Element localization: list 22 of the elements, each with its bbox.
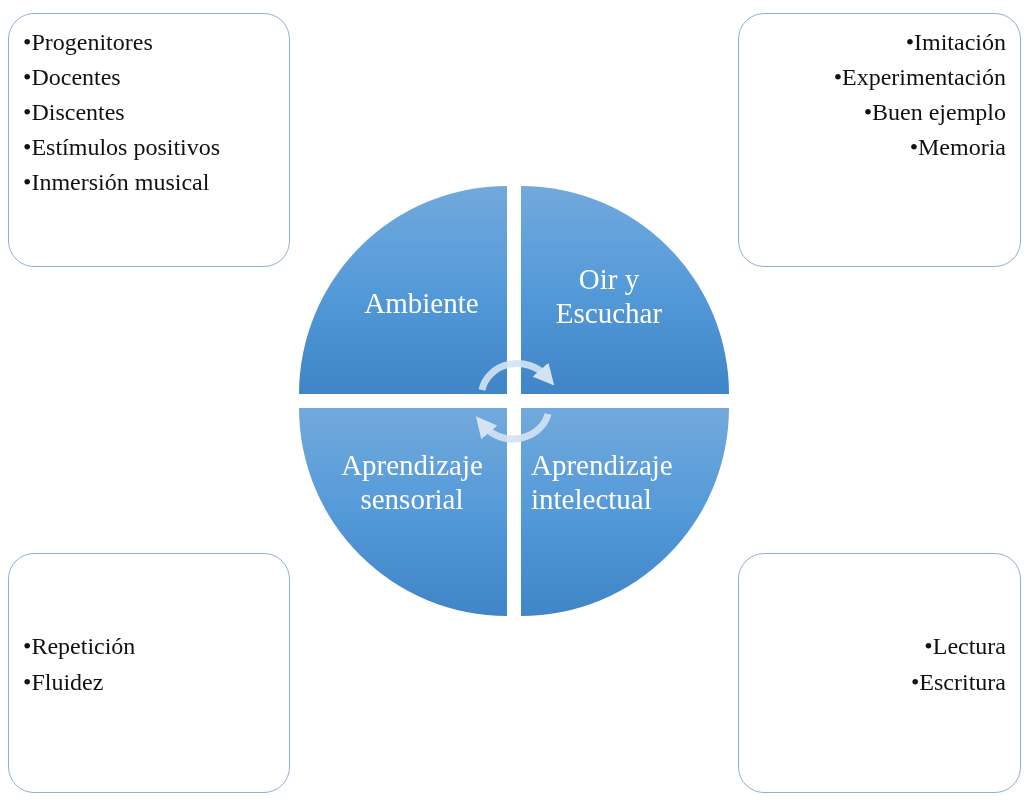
quadrant-label: Ambiente	[363, 286, 480, 320]
list-item: •Escritura	[910, 668, 1006, 696]
list-item: •Buen ejemplo	[863, 98, 1006, 126]
cycle-arrow	[475, 412, 552, 443]
text-box	[738, 13, 1021, 267]
list-item: •Imitación	[905, 28, 1006, 56]
list-item: •Docentes	[23, 63, 121, 91]
list-item: •Inmersión musical	[23, 168, 210, 196]
quadrant-label: Oir y Escuchar	[554, 262, 664, 330]
text-box	[8, 13, 290, 267]
list-item: •Progenitores	[23, 28, 153, 56]
list-item: •Estímulos positivos	[23, 133, 221, 161]
list-item: •Experimentación	[833, 63, 1006, 91]
quadrant-label: Aprendizaje intelectual	[531, 448, 674, 516]
list-item: •Memoria	[909, 133, 1006, 161]
list-item: •Repetición	[23, 632, 136, 660]
text-box	[8, 553, 290, 793]
list-item: •Lectura	[924, 632, 1006, 660]
quadrant-label: Aprendizaje sensorial	[340, 448, 484, 516]
list-item: •Fluidez	[23, 668, 104, 696]
text-box	[738, 553, 1021, 793]
list-item: •Discentes	[23, 98, 125, 126]
